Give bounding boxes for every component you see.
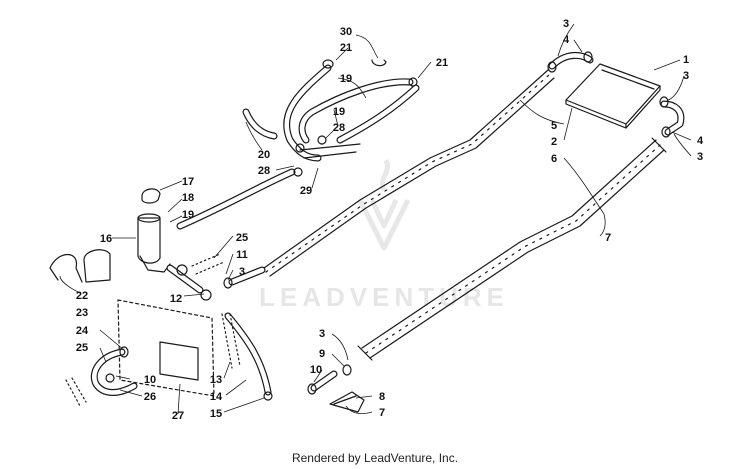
callout-3-bottom: 3 [319,328,325,340]
callout-25: 25 [236,232,248,244]
callout-13: 13 [210,374,222,386]
callout-20: 20 [258,149,270,161]
callout-7-right: 7 [605,232,611,244]
callout-21-right: 21 [436,57,448,69]
upper-cooler-tube [263,69,555,277]
callout-26: 26 [144,391,156,403]
right-elbow-fittings [547,51,685,138]
watermark-text: LEADVENTURE [259,282,509,312]
callout-18: 18 [182,192,194,204]
leadventure-watermark: LEADVENTURE [259,158,509,312]
callout-3-top: 3 [563,18,569,30]
vertical-hoses [221,312,273,401]
callout-25-left: 25 [76,342,88,354]
callout-14: 14 [210,391,223,403]
callout-3-lowright: 3 [697,151,703,163]
callout-4-top: 4 [563,34,570,46]
callout-19: 19 [340,73,352,85]
leader-lines [59,23,692,415]
callout-24: 24 [76,325,89,337]
leadventure-logo-icon [357,158,411,251]
callout-30: 30 [340,26,352,38]
callout-4-right: 4 [697,135,704,147]
callout-19-left: 19 [182,209,194,221]
callout-15: 15 [210,408,222,420]
callout-19-mid: 19 [333,106,345,118]
callout-12: 12 [170,293,182,305]
callout-28: 28 [333,122,345,134]
heat-exchanger-plate [565,63,661,129]
footer-credit: Rendered by LeadVenture, Inc. [292,451,458,465]
lower-cooler-tube [357,137,667,361]
callout-21: 21 [340,42,352,54]
lower-fittings [307,364,365,413]
coolant-reservoir [49,188,171,283]
callout-8: 8 [379,391,385,403]
callout-11: 11 [236,249,248,261]
callout-7-bottom: 7 [379,407,385,419]
callout-22: 22 [76,290,88,302]
callout-27: 27 [172,410,184,422]
callout-6: 6 [551,153,557,165]
callout-23: 23 [76,307,88,319]
callout-17: 17 [182,176,194,188]
middle-hose-run [166,253,266,301]
callout-3-right: 3 [683,70,689,82]
callout-2: 2 [551,136,557,148]
callout-28-lower: 28 [258,165,270,177]
callout-16: 16 [100,233,112,245]
callout-labels: 30 21 21 19 19 28 20 28 29 17 18 19 16 2… [76,18,704,422]
callout-1: 1 [683,54,689,66]
callout-3-left: 3 [239,266,245,278]
callout-9: 9 [319,348,325,360]
upper-hose-network [176,59,420,230]
lower-left-bracket [65,299,215,407]
callout-5: 5 [551,120,557,132]
callout-29: 29 [300,185,312,197]
callout-10: 10 [144,374,156,386]
callout-10-bottom: 10 [310,364,322,376]
